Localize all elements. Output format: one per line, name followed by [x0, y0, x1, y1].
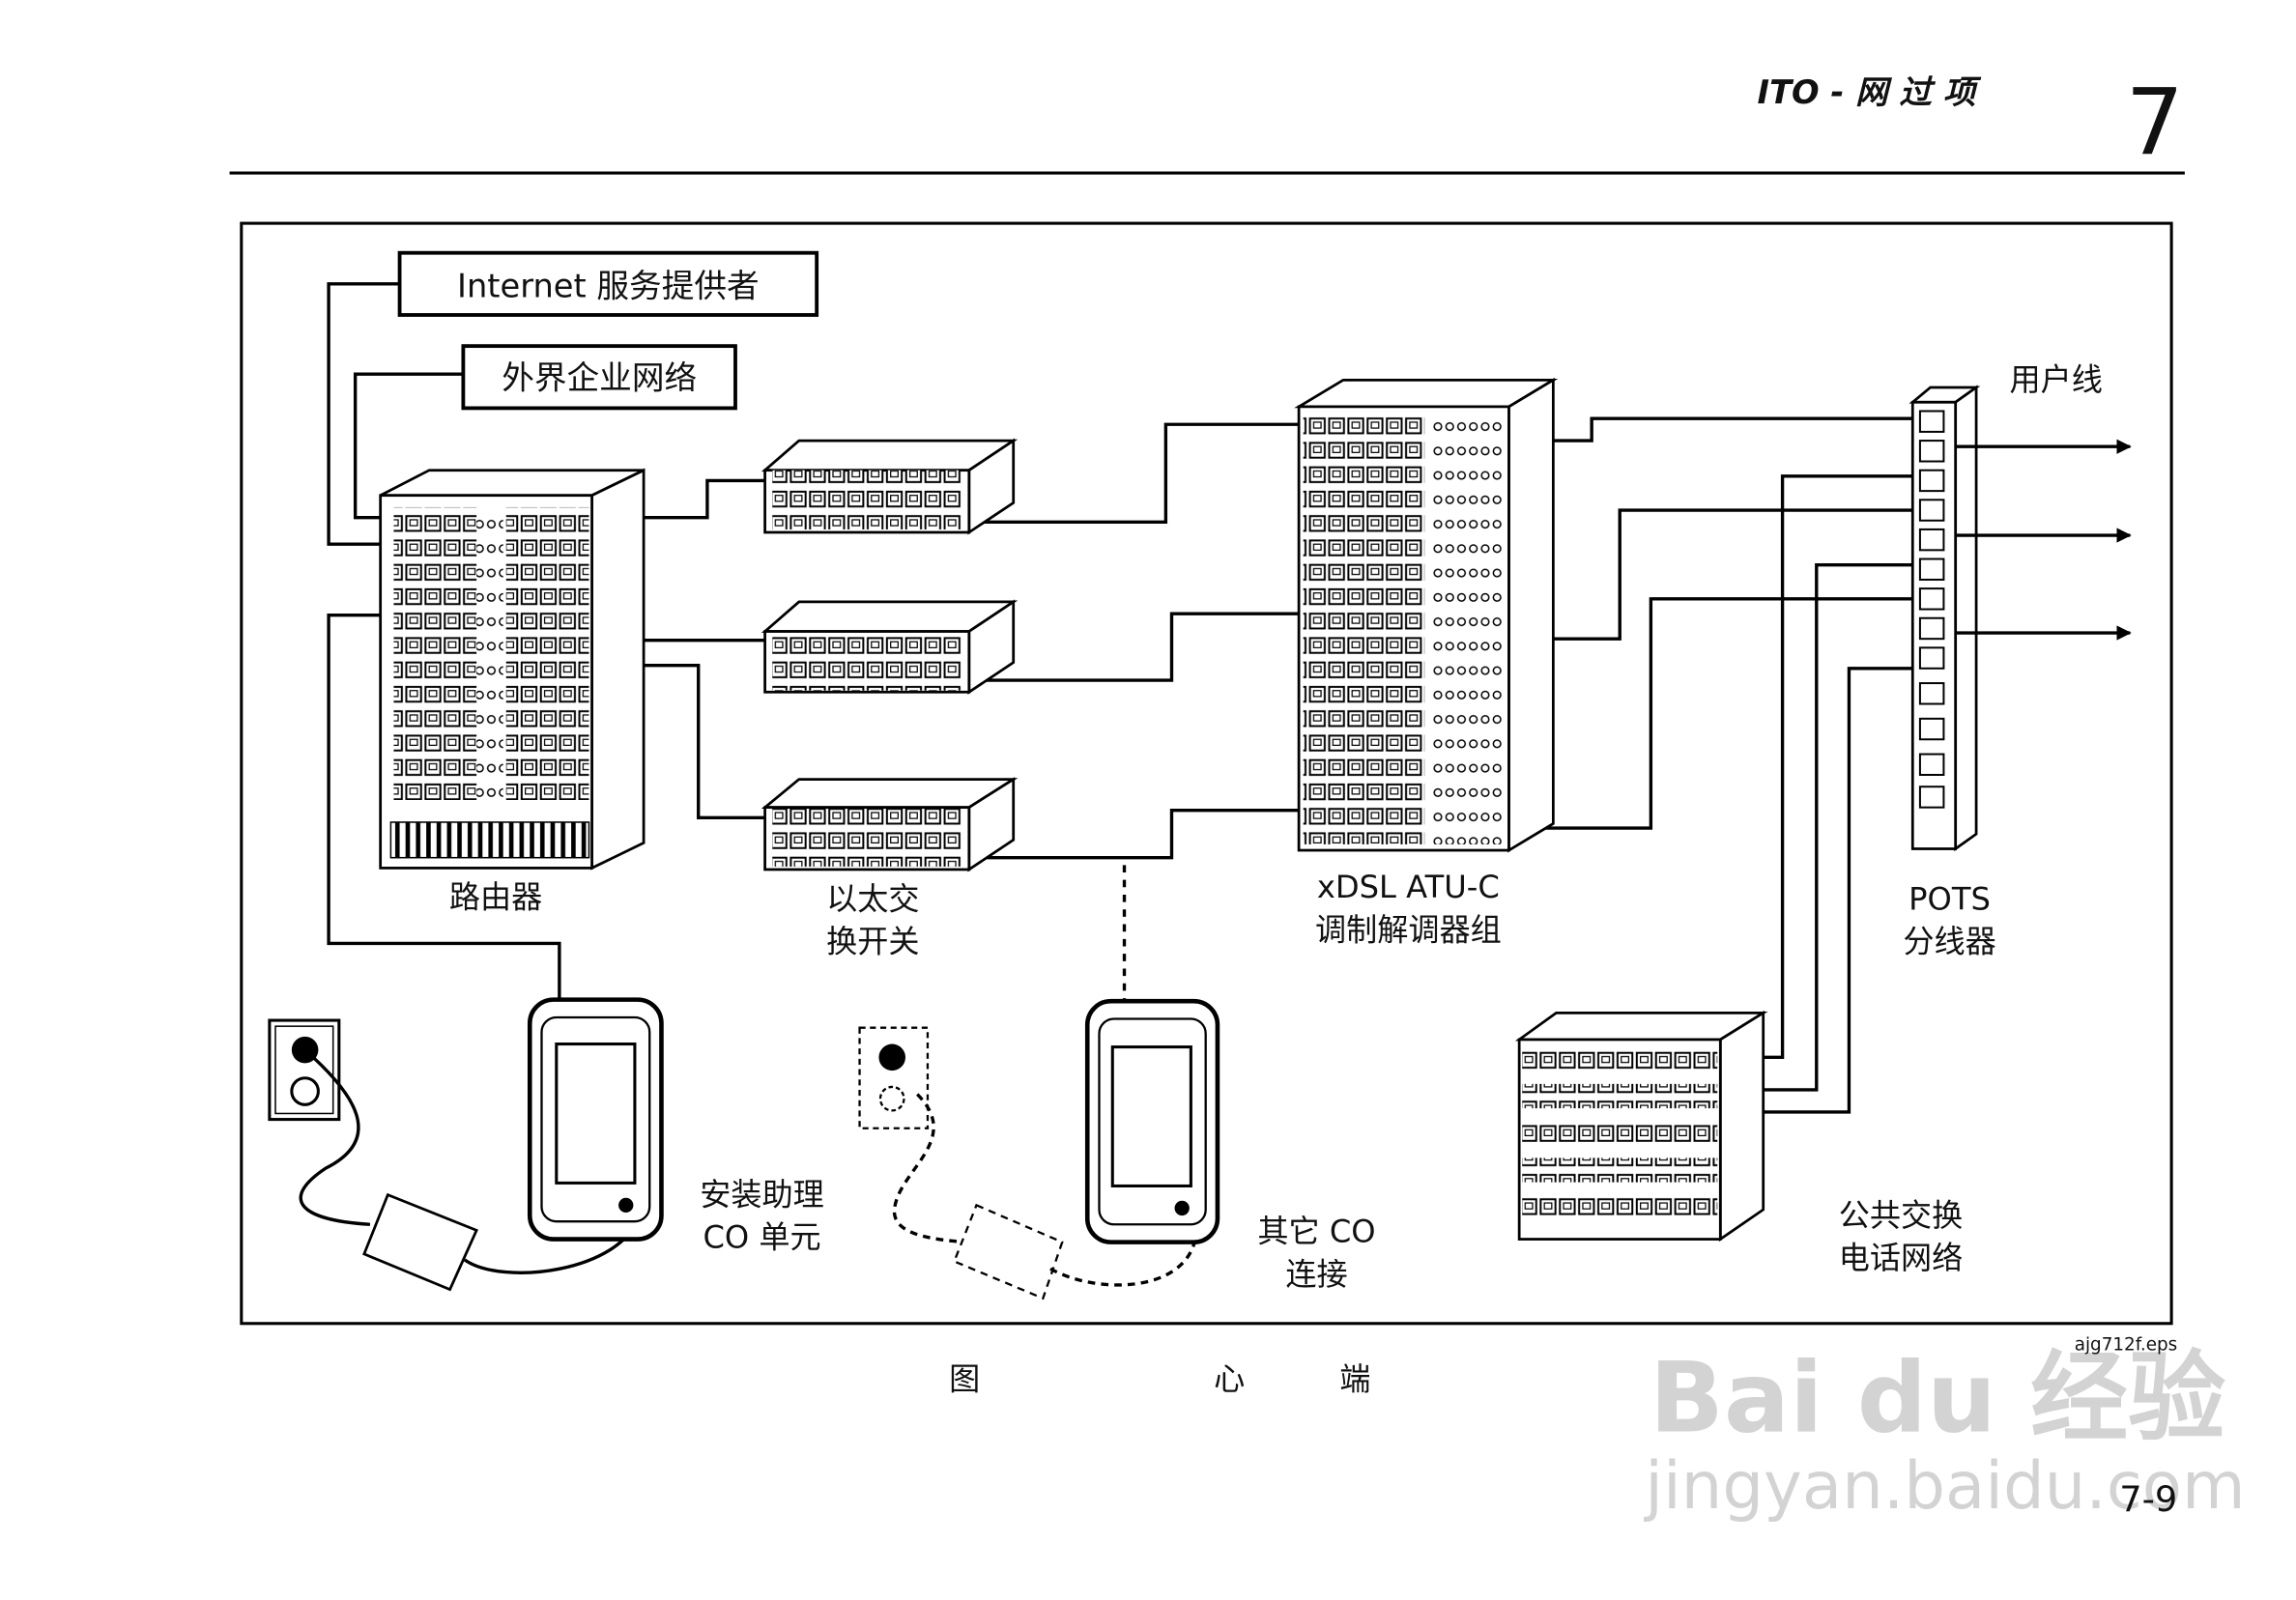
- power-cord: [299, 1048, 371, 1226]
- ethernet-switch-2-icon: [761, 599, 1019, 695]
- wall-outlet-icon: [268, 1018, 341, 1122]
- power-adapter-icon: [362, 1192, 478, 1292]
- switch-label-line2: 换开关: [826, 924, 919, 960]
- power-cord-optional: [892, 1093, 965, 1244]
- page-header: ITO - 网 过 项 7: [229, 70, 2185, 176]
- power-cord-optional: [1049, 1239, 1197, 1287]
- splitter-label-line1: POTS: [1909, 880, 1991, 917]
- figure-frame: [240, 221, 2173, 1326]
- handheld2-label-line2: 连接: [1285, 1256, 1347, 1293]
- dslam-label-line2: 调制解调器组: [1315, 911, 1502, 948]
- figure-file-name: ajg712f.eps: [2075, 1334, 2178, 1355]
- handheld2-label-line1: 其它 CO: [1257, 1214, 1375, 1250]
- dslam-label-line1: xDSL ATU-C: [1317, 869, 1500, 905]
- figure-caption: 图 心 端: [949, 1361, 1370, 1398]
- watermark-brand: Bai du 经验: [1650, 1341, 2225, 1455]
- baidu-watermark: Bai du 经验 jingyan.baidu.com: [1643, 1341, 2245, 1525]
- handheld1-label-line2: CO 单元: [703, 1219, 820, 1256]
- pstn-label-line1: 公共交换: [1839, 1197, 1964, 1234]
- ethernet-switch-3-icon: [761, 777, 1019, 872]
- section-title: ITO - 网 过 项: [1758, 73, 1982, 111]
- pots-splitter-icon: [1909, 385, 1981, 852]
- caption-part: 心: [1214, 1361, 1245, 1398]
- router-label: 路由器: [449, 879, 542, 916]
- handheld-tester-1-icon: [527, 997, 664, 1242]
- caption-part: 端: [1339, 1361, 1370, 1398]
- isp-box: Internet 服务提供者: [397, 250, 819, 317]
- pstn-switch-icon: [1514, 1010, 1768, 1243]
- switch-label-line1: 以太交: [826, 880, 919, 917]
- dslam-rack-icon: [1294, 377, 1559, 853]
- wall-outlet-optional-icon: [858, 1026, 930, 1129]
- splitter-label-line2: 分线器: [1903, 924, 1995, 960]
- subscriber-line-arrows: [1955, 439, 2132, 641]
- page-number: 7-9: [2119, 1478, 2177, 1520]
- router-icon: [379, 468, 646, 871]
- handheld1-label-line1: 安装助理: [700, 1176, 824, 1213]
- isp-label: Internet 服务提供者: [457, 268, 760, 305]
- power-adapter-optional-icon: [953, 1203, 1064, 1300]
- pstn-label-line2: 电话网络: [1839, 1240, 1964, 1276]
- subscriber-lines-label: 用户线: [2010, 361, 2103, 398]
- enterprise-network-box: 外界企业网络: [461, 344, 737, 411]
- chapter-number: 7: [2126, 70, 2184, 176]
- handheld-tester-2-icon: [1084, 998, 1220, 1244]
- ethernet-switch-1-icon: [761, 438, 1019, 535]
- watermark-url: jingyan.baidu.com: [1643, 1447, 2245, 1524]
- caption-part: 图: [949, 1361, 980, 1398]
- enterprise-label: 外界企业网络: [502, 359, 697, 397]
